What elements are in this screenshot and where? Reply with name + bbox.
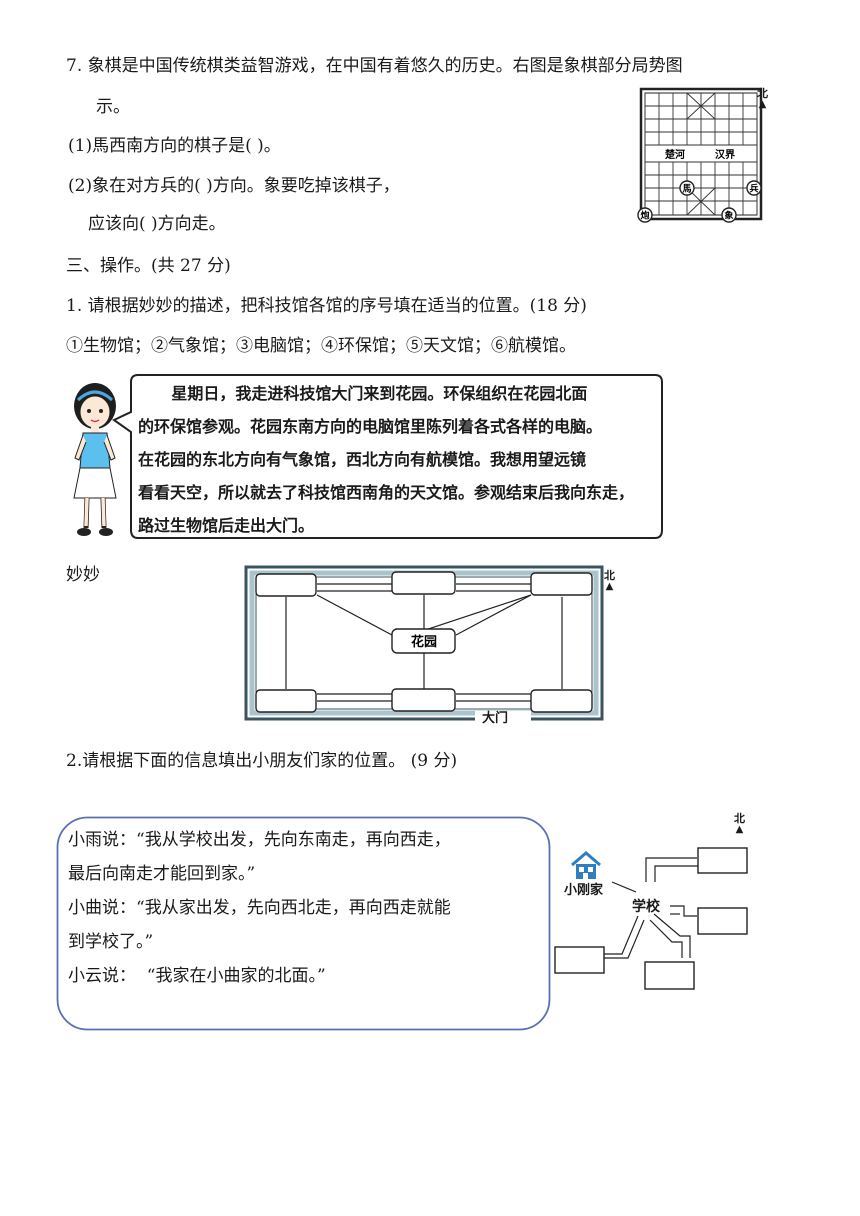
q2-north-label: 北 [734,812,745,825]
q2-north-indicator: 北 ▲ [734,812,745,835]
north-arrow-icon: ▲ [605,581,614,592]
q2-speech-text: 小雨说：“我从学校出发，先向东南走，再向西走， 最后向南走才能回到家。” 小曲说… [68,823,451,993]
piece-pao: 炮 [640,210,649,222]
river-right-label: 汉界 [715,148,735,161]
river-left-label: 楚河 [664,148,685,161]
gate-label: 大门 [482,711,509,726]
speech-line-5: 小云说： “我家在小曲家的北面。” [68,966,326,986]
speech-line-3: 小曲说：“我从家出发，先向西北走，再向西走就能 [68,898,451,918]
speech-line-4: 到学校了。” [68,932,154,952]
q1-speech-bubble [112,374,663,539]
piece-xiang: 象 [724,210,733,222]
board-north-label: 北 [757,87,768,100]
q1-options: ①生物馆；②气象馆；③电脑馆；④环保馆；⑤天文馆；⑥航模馆。 [66,336,576,356]
q7-line1: 7. 象棋是中国传统棋类益智游戏，在中国有着悠久的历史。右图是象棋部分局势图 [66,56,683,76]
school-label: 学校 [632,899,660,915]
piece-bing: 兵 [749,183,758,195]
map-north-label: 北 [604,569,615,582]
speech-line-2: 最后向南走才能回到家。” [68,864,256,884]
q1-speech-text: 星期日，我走进科技馆大门来到花园。环保组织在花园北面 的环保馆参观。花园东南方向… [138,377,634,542]
q7-sub2: (2)象在对方兵的( )方向。象要吃掉该棋子， [68,176,400,196]
map-north-indicator: 北 ▲ [604,569,615,592]
girl-illustration [73,383,117,536]
speech-line-3: 在花园的东北方向有气象馆，西北方向有航模馆。我想用望远镜 [138,450,587,469]
chess-board: 楚河 汉界 馬 兵 炮 象 [637,87,763,223]
q7-sub3: 应该向( )方向走。 [88,214,226,234]
museum-map: 花园 [244,565,604,723]
q1-title: 1. 请根据妙妙的描述，把科技馆各馆的序号填在适当的位置。(18 分) [66,296,587,316]
girl-name: 妙妙 [66,565,100,585]
board-north-indicator: 北 ▲ [757,87,768,110]
q7-line2: 示。 [96,97,130,117]
home-label: 小刚家 [564,883,604,898]
speech-line-4: 看看天空，所以就去了科技馆西南角的天文馆。参观结束后我向东走， [138,483,635,502]
speech-line-1: 小雨说：“我从学校出发，先向东南走，再向西走， [68,830,451,850]
neighborhood-map [554,847,748,990]
q2-speech-bubble [56,816,551,1031]
speech-line-5: 路过生物馆后走出大门。 [138,516,315,535]
speech-line-1: 星期日，我走进科技馆大门来到花园。环保组织在花园北面 [138,384,588,403]
q2-title: 2.请根据下面的信息填出小朋友们家的位置。 (9 分) [66,751,458,771]
q7-sub1: (1)馬西南方向的棋子是( )。 [68,136,281,156]
piece-ma: 馬 [681,184,691,195]
speech-line-2: 的环保馆参观。花园东南方向的电脑馆里陈列着各式各样的电脑。 [138,417,603,436]
north-arrow-icon: ▲ [758,99,767,110]
garden-label: 花园 [411,634,437,650]
north-arrow-icon: ▲ [735,824,744,835]
house-icon [571,851,601,879]
section3-title: 三、操作。(共 27 分) [66,256,231,276]
